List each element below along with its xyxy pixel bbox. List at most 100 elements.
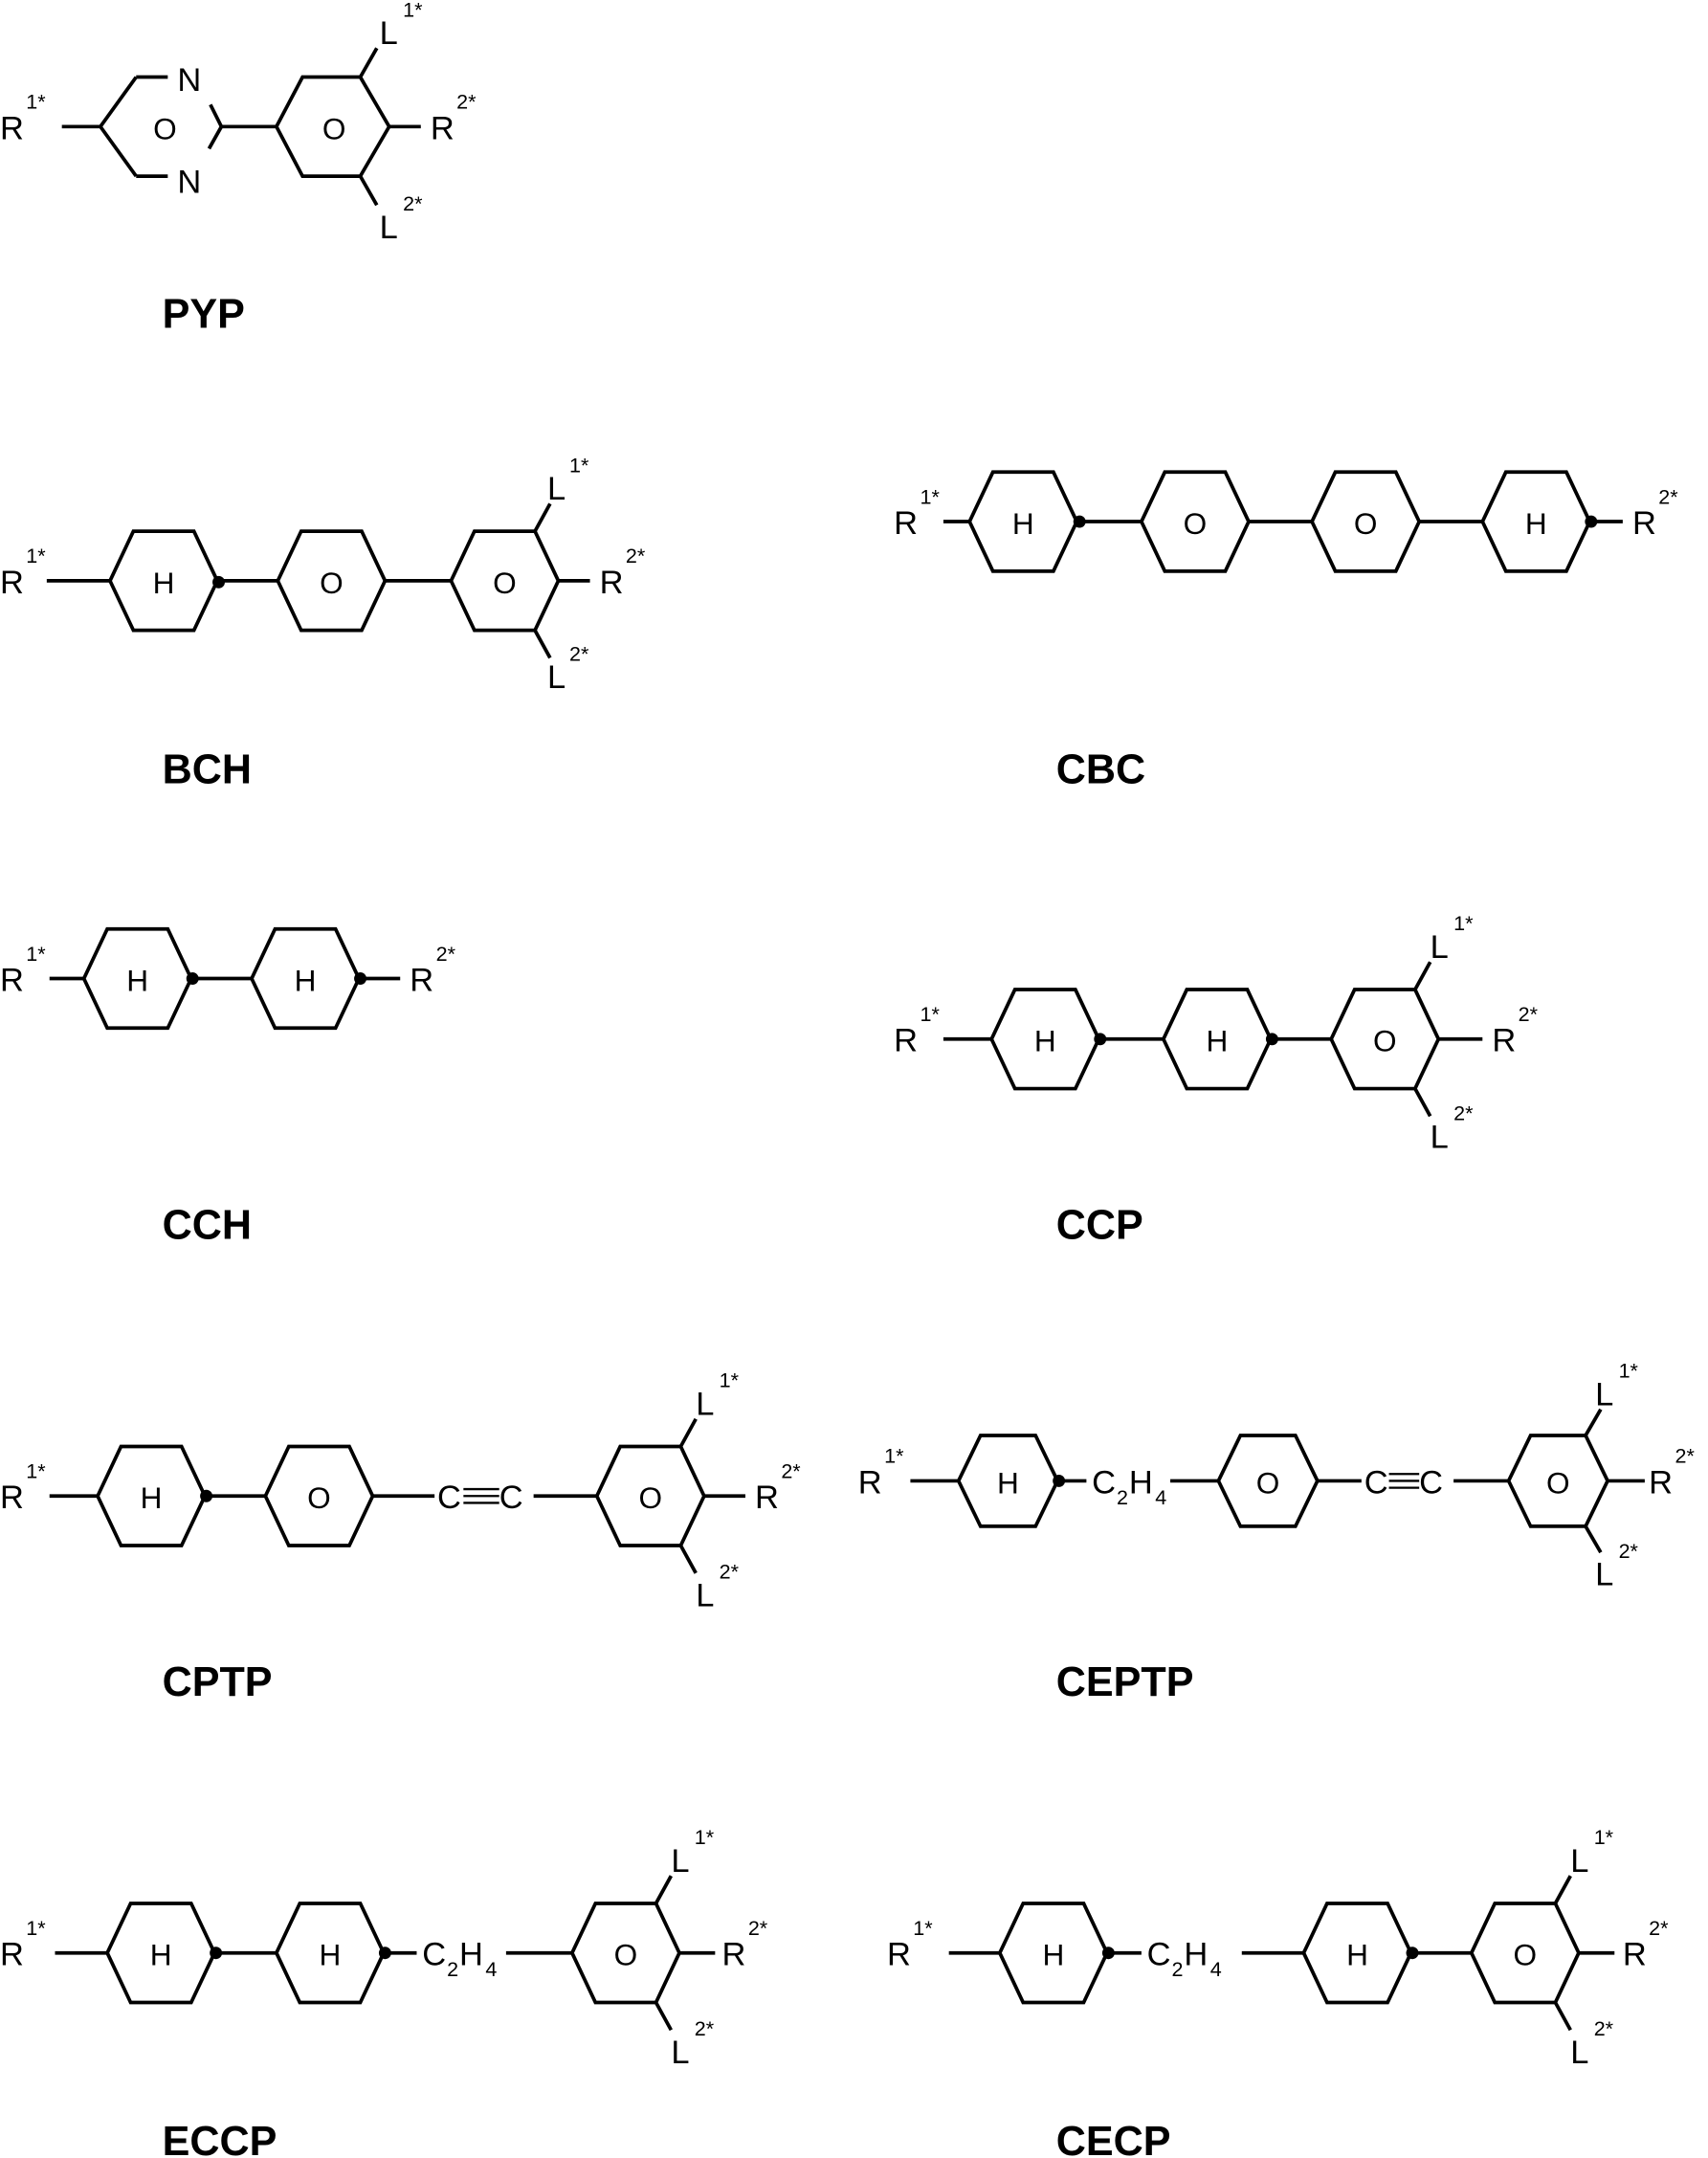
ring-cyclohexane-label: H xyxy=(126,963,148,997)
ring-nitrogen-top: N xyxy=(177,62,201,99)
substituent-r1-superscript: 1* xyxy=(884,1444,904,1468)
substituent-l1-superscript: 1* xyxy=(569,453,589,477)
substituent-l1-superscript: 1* xyxy=(403,0,423,21)
ring-cyclohexane-label: H xyxy=(295,963,317,997)
ring-cyclohexane-label: H xyxy=(1525,506,1547,541)
ring-aromatic-label: O xyxy=(322,111,346,145)
ring-aromatic-label: O xyxy=(1514,1938,1538,1972)
substituent-r2-superscript: 2* xyxy=(781,1459,801,1483)
substituent-l1-superscript: 1* xyxy=(720,1368,740,1392)
ring-nitrogen-bottom: N xyxy=(177,164,201,200)
substituent-l2: L xyxy=(380,210,398,246)
substituent-r2-superscript: 2* xyxy=(626,544,646,567)
structure-cbc: R 1* H O O H R 2* CBC xyxy=(894,470,1678,792)
substituent-r2: R xyxy=(600,565,624,601)
substituent-r1-superscript: 1* xyxy=(26,1459,46,1483)
structure-cptp: R 1* H O C C O L 1* L 2* R 2* CPTP xyxy=(0,1368,801,1705)
substituent-l2-superscript: 2* xyxy=(1594,2016,1614,2040)
structure-pyp: R 1* N N O O L 1* L 2* R 2* PYP xyxy=(0,0,477,337)
substituent-r1: R xyxy=(0,565,24,601)
substituent-l2-superscript: 2* xyxy=(1619,1539,1639,1563)
substituent-l2: L xyxy=(696,1577,714,1613)
structure-name-cch: CCH xyxy=(163,1202,252,1248)
substituent-r1-superscript: 1* xyxy=(26,1916,46,1940)
structure-name-pyp: PYP xyxy=(163,291,245,337)
ring-cyclohexane-label: H xyxy=(1042,1938,1064,1972)
substituent-r2: R xyxy=(1623,1937,1647,1973)
ethylene-linker-sub4: 4 xyxy=(485,1957,497,1981)
ring-aromatic-label: O xyxy=(320,566,344,600)
substituent-r1-superscript: 1* xyxy=(26,544,46,567)
substituent-r2: R xyxy=(755,1479,779,1516)
substituent-r1: R xyxy=(0,962,24,998)
substituent-r1: R xyxy=(0,1937,24,1973)
ring-cyclohexane-label: H xyxy=(153,566,175,600)
ethylene-linker-h: H xyxy=(459,1937,483,1973)
substituent-l2: L xyxy=(1595,1557,1613,1593)
ring-aromatic-label: O xyxy=(493,566,517,600)
ring-aromatic-label: O xyxy=(1546,1465,1570,1500)
substituent-r2: R xyxy=(722,1937,746,1973)
ring-cyclohexane-label: H xyxy=(1034,1024,1056,1058)
substituent-r1-superscript: 1* xyxy=(26,942,46,966)
substituent-r2-superscript: 2* xyxy=(436,942,456,966)
substituent-r1: R xyxy=(858,1464,882,1501)
structure-name-ccp: CCP xyxy=(1056,1202,1143,1248)
substituent-r1-superscript: 1* xyxy=(913,1916,933,1940)
substituent-r2: R xyxy=(1492,1023,1516,1059)
substituent-l1-superscript: 1* xyxy=(1453,911,1474,935)
triple-bond-carbon: C xyxy=(1364,1464,1388,1501)
ring-cyclohexane-label: H xyxy=(150,1938,172,1972)
structure-bch: R 1* H O O L 1* L 2* R 2* BCH xyxy=(0,453,646,792)
ring-aromatic-label: O xyxy=(153,111,177,145)
substituent-r1-superscript: 1* xyxy=(26,90,46,114)
substituent-l2-superscript: 2* xyxy=(403,191,423,215)
structure-ccp: R 1* H H O L 1* L 2* R 2* CCP xyxy=(894,911,1538,1248)
substituent-r1: R xyxy=(0,1479,24,1516)
substituent-l2: L xyxy=(547,659,566,696)
substituent-r1: R xyxy=(894,505,918,542)
structure-name-cecp: CECP xyxy=(1056,2119,1171,2158)
ring-aromatic-label: O xyxy=(307,1480,331,1515)
substituent-l1: L xyxy=(696,1386,714,1422)
substituent-r2: R xyxy=(410,962,433,998)
substituent-l1: L xyxy=(671,1843,689,1880)
ring-aromatic-label: O xyxy=(1184,506,1208,541)
structure-cecp: R 1* H C 2 H 4 H O L 1* L 2* R 2* CECP xyxy=(887,1825,1669,2158)
structure-name-eccp: ECCP xyxy=(163,2119,277,2158)
ethylene-linker-sub2: 2 xyxy=(1117,1485,1128,1509)
triple-bond-carbon: C xyxy=(1419,1464,1443,1501)
ethylene-linker-sub2: 2 xyxy=(447,1957,458,1981)
ring-cyclohexane-label: H xyxy=(1207,1024,1229,1058)
substituent-r1: R xyxy=(0,110,24,146)
ring-cyclohexane-label: H xyxy=(1012,506,1034,541)
substituent-l1-superscript: 1* xyxy=(1619,1359,1639,1383)
substituent-l2: L xyxy=(1431,1119,1449,1155)
substituent-r2-superscript: 2* xyxy=(456,90,477,114)
substituent-l1: L xyxy=(1570,1843,1588,1880)
substituent-l2: L xyxy=(671,2035,689,2071)
ring-aromatic-label: O xyxy=(1256,1465,1280,1500)
substituent-l2-superscript: 2* xyxy=(1453,1101,1474,1125)
structure-name-cbc: CBC xyxy=(1056,746,1145,792)
ethylene-linker-sub4: 4 xyxy=(1210,1957,1222,1981)
substituent-l1: L xyxy=(380,15,398,52)
ring-cyclohexane-label: H xyxy=(320,1938,342,1972)
substituent-r2: R xyxy=(1649,1464,1673,1501)
ring-aromatic-label: O xyxy=(1354,506,1378,541)
ethylene-linker-c: C xyxy=(1092,1464,1116,1501)
substituent-l1: L xyxy=(1595,1376,1613,1413)
triple-bond-carbon: C xyxy=(437,1479,461,1516)
ring-cyclohexane-label: H xyxy=(141,1480,163,1515)
ethylene-linker-sub4: 4 xyxy=(1155,1485,1166,1509)
ethylene-linker-c: C xyxy=(1147,1937,1171,1973)
ethylene-linker-h: H xyxy=(1184,1937,1208,1973)
substituent-r2-superscript: 2* xyxy=(1519,1002,1539,1026)
ring-aromatic-label: O xyxy=(614,1938,638,1972)
structure-name-bch: BCH xyxy=(163,746,252,792)
structure-cch: R 1* H H R 2* CCH xyxy=(0,926,456,1248)
substituent-r1: R xyxy=(894,1023,918,1059)
ethylene-linker-sub2: 2 xyxy=(1171,1957,1183,1981)
structure-name-ceptp: CEPTP xyxy=(1056,1659,1194,1705)
